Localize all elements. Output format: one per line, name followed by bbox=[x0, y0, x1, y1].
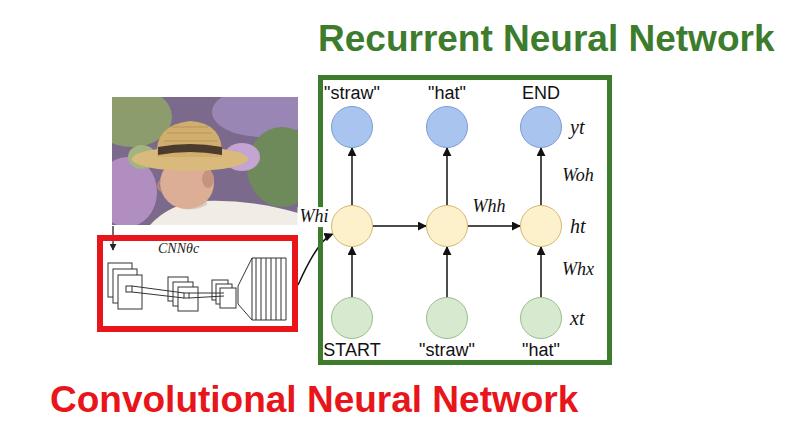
word-label: "straw" bbox=[419, 340, 475, 361]
rnn-frame: Recurrent Neural Network"straw""hat"ENDy… bbox=[318, 75, 612, 365]
hidden-node bbox=[426, 205, 468, 247]
hidden-node bbox=[331, 205, 373, 247]
word-label: "straw" bbox=[324, 83, 380, 104]
connector bbox=[298, 234, 333, 285]
output-node: "hat" bbox=[426, 106, 468, 148]
connector bbox=[373, 225, 426, 227]
input-node: START bbox=[331, 297, 373, 339]
word-label: "hat" bbox=[428, 83, 466, 104]
output-node: ENDyt bbox=[520, 106, 562, 148]
connector bbox=[540, 247, 542, 297]
connector bbox=[446, 148, 448, 205]
word-label: START bbox=[323, 340, 380, 361]
cnn-frame: CNNθcConvolutional Neural Network bbox=[97, 235, 298, 332]
input-node: "straw" bbox=[426, 297, 468, 339]
hidden-node: ht bbox=[520, 205, 562, 247]
weight-label: Whi bbox=[298, 207, 331, 227]
caption: Convolutional Neural Network bbox=[50, 379, 578, 422]
weight-label: Whx bbox=[560, 260, 596, 280]
symbol-label: xt bbox=[570, 307, 584, 330]
connector bbox=[540, 148, 542, 205]
weight-label: Whh bbox=[471, 197, 508, 217]
layer-label: CNNθc bbox=[158, 241, 199, 257]
input-node: "hat"xt bbox=[520, 297, 562, 339]
symbol-label: yt bbox=[570, 116, 584, 139]
output-node: "straw" bbox=[331, 106, 373, 148]
cnn-layers bbox=[108, 258, 286, 320]
word-label: "hat" bbox=[522, 340, 560, 361]
connector bbox=[446, 247, 448, 297]
photo bbox=[112, 97, 298, 225]
weight-label: Woh bbox=[560, 166, 595, 186]
heading: Recurrent Neural Network bbox=[318, 18, 774, 61]
connector bbox=[468, 225, 520, 227]
symbol-label: ht bbox=[570, 215, 586, 238]
word-label: END bbox=[522, 83, 560, 104]
connector bbox=[351, 148, 353, 205]
connector bbox=[351, 247, 353, 297]
